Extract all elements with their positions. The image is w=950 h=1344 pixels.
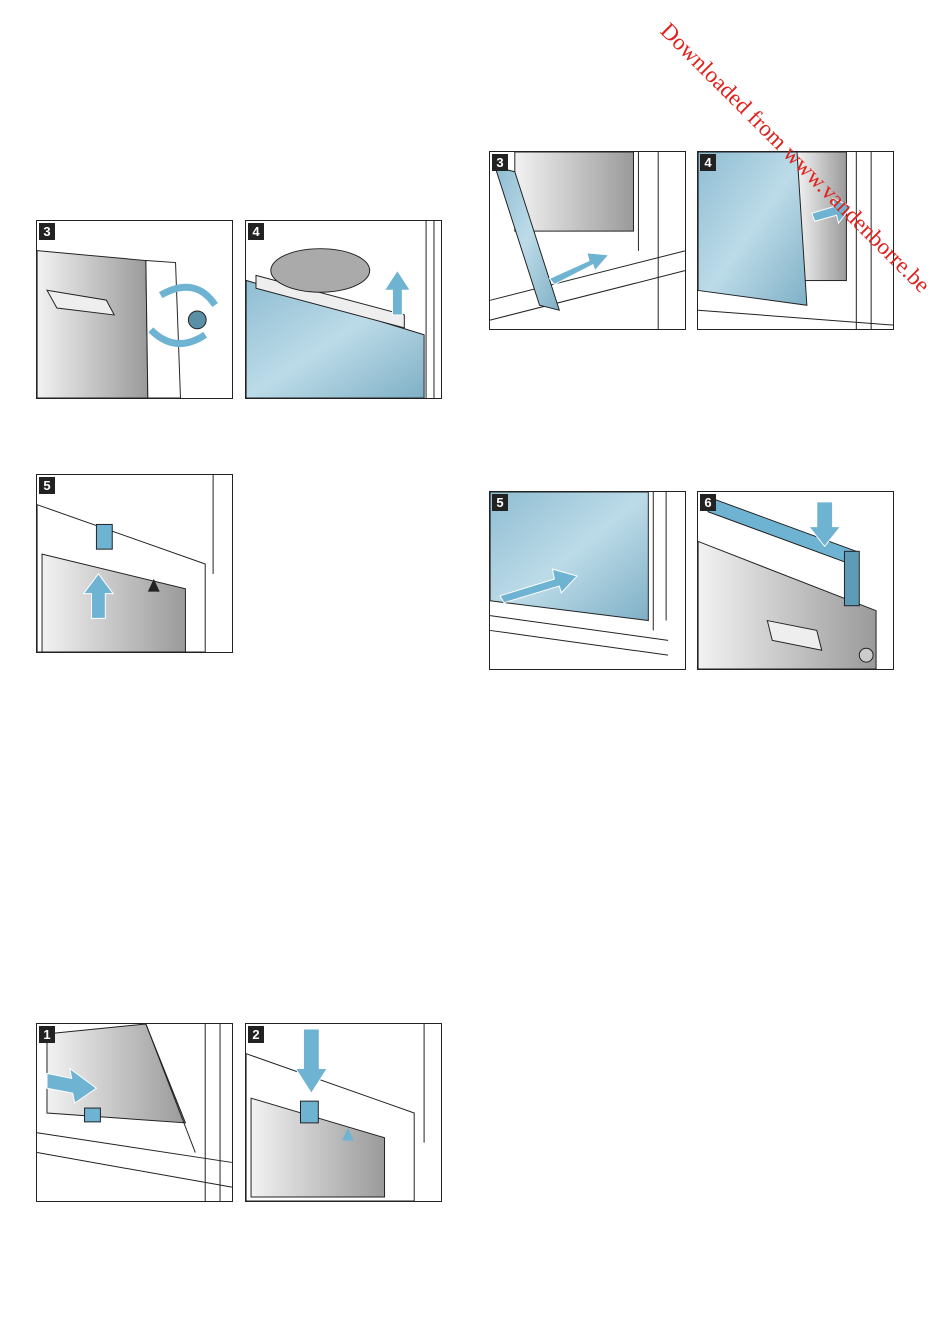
step-number: 4 (700, 154, 716, 171)
figure-step-5-clip: 5 (36, 474, 233, 653)
step-number: 2 (248, 1026, 264, 1043)
glass-insert-arrow-icon (490, 152, 685, 329)
step-number: 6 (700, 494, 716, 511)
figure-step-3-glass: 3 (489, 151, 686, 330)
step-number: 5 (492, 494, 508, 511)
step-number: 1 (39, 1026, 55, 1043)
cover-press-arrow-icon (698, 496, 877, 669)
figure-step-2-clip: 2 (245, 1023, 442, 1202)
screw-rotate-arrow-icon (37, 250, 218, 398)
figure-step-4-cloth: 4 (245, 220, 442, 399)
clip-up-arrow-icon (37, 475, 214, 652)
figure-step-6-cover: 6 (697, 491, 894, 670)
glass-push-arrow-icon (698, 152, 893, 329)
clip-insert-arrow-icon (37, 1024, 232, 1201)
figure-step-3-screw: 3 (36, 220, 233, 399)
step-number: 3 (492, 154, 508, 171)
step-number: 3 (39, 223, 55, 240)
figure-step-4-glass: 4 (697, 151, 894, 330)
clip-press-arrow-icon (246, 1024, 425, 1201)
step-number: 4 (248, 223, 264, 240)
figure-step-5-glass: 5 (489, 491, 686, 670)
figure-step-1-clip: 1 (36, 1023, 233, 1202)
cloth-lift-arrow-icon (246, 221, 435, 398)
glass-slide-arrow-icon (490, 492, 669, 656)
step-number: 5 (39, 477, 55, 494)
